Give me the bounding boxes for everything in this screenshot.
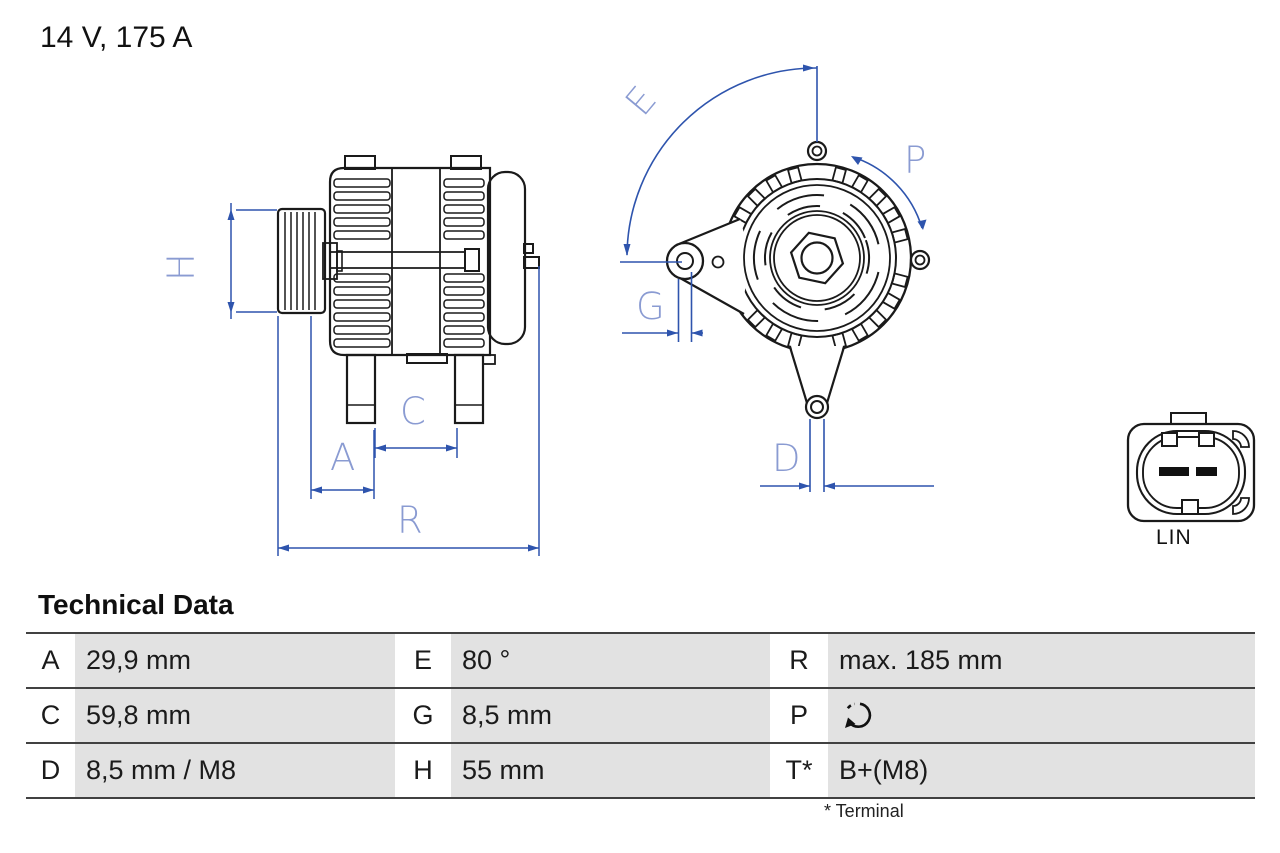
- dim-value: max. 185 mm: [828, 634, 1255, 687]
- rear-cover: [486, 170, 540, 346]
- dim-key: A: [26, 634, 75, 687]
- stator-rings: [743, 184, 891, 332]
- cooling-fins-front: [333, 178, 391, 348]
- mounting-arm-left: [665, 217, 746, 315]
- dim-label-G: G: [636, 285, 665, 328]
- dim-label-P: P: [904, 139, 926, 182]
- rotation-direction-arrow: [852, 156, 923, 229]
- dim-label-H: H: [160, 253, 203, 281]
- dim-value: 8,5 mm / M8: [75, 744, 395, 797]
- table-row: D 8,5 mm / M8 H 55 mm T* B+(M8): [26, 744, 1255, 799]
- dim-label-A: A: [330, 436, 355, 479]
- dim-key: E: [395, 634, 451, 687]
- mounting-arm-bottom: [788, 346, 846, 420]
- technical-drawing: H A C R: [160, 64, 1256, 556]
- rating-title: 14 V, 175 A: [40, 21, 193, 54]
- alternator-side-view: [276, 155, 540, 425]
- pulley: [276, 207, 343, 315]
- connector-pins: [1159, 467, 1217, 476]
- dim-value: B+(M8): [828, 744, 1255, 797]
- dim-key: H: [395, 744, 451, 797]
- dim-key: C: [26, 689, 75, 742]
- cooling-fins-rear: [443, 178, 485, 348]
- dim-value: 80 °: [451, 634, 770, 687]
- dim-value: 29,9 mm: [75, 634, 395, 687]
- dim-value: 8,5 mm: [451, 689, 770, 742]
- dim-label-C: C: [400, 390, 426, 433]
- section-heading: Technical Data: [38, 589, 234, 620]
- lin-connector-view: [1126, 412, 1256, 523]
- housing: [328, 155, 492, 364]
- rotation-direction-cell: [828, 689, 1255, 742]
- technical-data-table: A 29,9 mm E 80 ° R max. 185 mm C 59,8 mm…: [26, 632, 1255, 799]
- front-view-dimensions: [620, 64, 934, 492]
- side-view-dimensions: [227, 203, 540, 556]
- alternator-front-view: [665, 140, 931, 420]
- table-row: C 59,8 mm G 8,5 mm P: [26, 689, 1255, 744]
- dim-key: T*: [770, 744, 828, 797]
- terminal-footnote: * Terminal: [824, 801, 904, 821]
- top-lug: [806, 140, 828, 162]
- shaft-nut: [789, 231, 845, 285]
- dim-value: 59,8 mm: [75, 689, 395, 742]
- table-row: A 29,9 mm E 80 ° R max. 185 mm: [26, 634, 1255, 689]
- dim-label-D: D: [772, 437, 801, 480]
- mounting-legs: [345, 353, 496, 425]
- dim-label-E: E: [617, 78, 665, 124]
- dim-key: R: [770, 634, 828, 687]
- dim-key: G: [395, 689, 451, 742]
- right-lug: [909, 249, 931, 271]
- connector-label: LIN: [1156, 526, 1192, 549]
- dim-label-R: R: [397, 499, 423, 542]
- rotation-direction-icon: [845, 702, 872, 728]
- dim-key: D: [26, 744, 75, 797]
- dim-value: 55 mm: [451, 744, 770, 797]
- dim-key: P: [770, 689, 828, 742]
